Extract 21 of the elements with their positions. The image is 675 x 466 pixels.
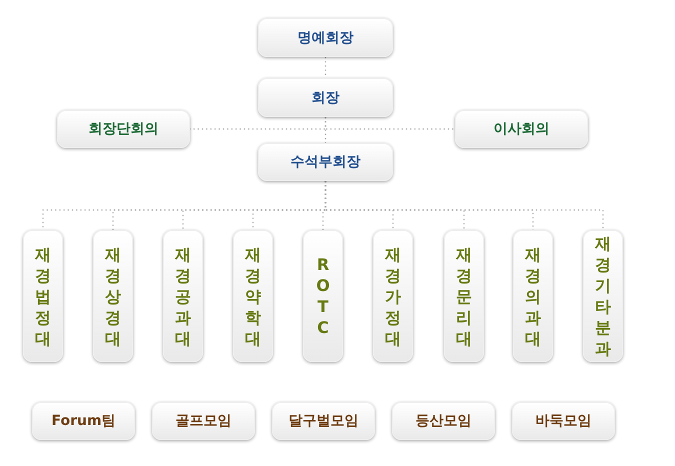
position-box: 명예회장	[258, 18, 393, 57]
department-box: 재경공과대	[163, 230, 203, 362]
department-box: 재경가정대	[373, 230, 413, 362]
department-box: 재경기타분과	[583, 230, 623, 362]
department-box: 재경문리대	[444, 230, 484, 362]
club-box: 골프모임	[152, 402, 255, 440]
position-box: 수석부회장	[258, 143, 393, 181]
club-box: Forum팀	[32, 402, 135, 440]
department-box: ROTC	[303, 230, 343, 362]
club-box: 등산모임	[392, 402, 495, 440]
department-box: 재경법정대	[23, 230, 63, 362]
council-box: 이사회의	[455, 110, 588, 148]
department-box: 재경상경대	[93, 230, 133, 362]
club-box: 달구벌모임	[272, 402, 375, 440]
position-box: 회장	[258, 78, 393, 117]
club-box: 바둑모임	[512, 402, 615, 440]
council-box: 회장단회의	[57, 110, 190, 148]
connector-line	[324, 117, 455, 130]
department-box: 재경약학대	[233, 230, 273, 362]
connector-line	[324, 57, 326, 78]
department-box: 재경의과대	[513, 230, 553, 362]
